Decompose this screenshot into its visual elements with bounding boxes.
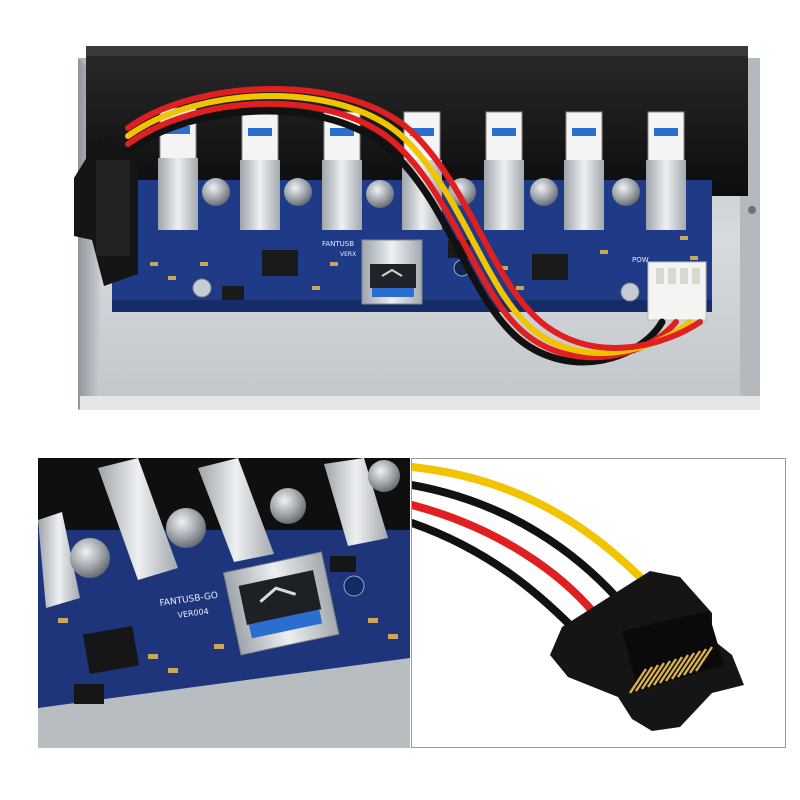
pcb-label-power: POW xyxy=(632,256,649,264)
front-panel-usb-hub-photo: FANTUSB VERX POW xyxy=(74,46,760,410)
chip-icon xyxy=(82,625,140,675)
capacitor-icon xyxy=(530,178,558,206)
pcb-closeup-photo: FANTUSB-GO VER004 xyxy=(38,458,410,748)
pcb-label-version: VERX xyxy=(340,251,356,258)
pcb-screw xyxy=(192,278,212,298)
power-cable xyxy=(124,86,703,366)
capacitor-icon xyxy=(166,508,206,548)
closeup-bracket xyxy=(38,658,410,748)
capacitor-icon xyxy=(368,460,400,492)
gold-contacts xyxy=(629,646,713,694)
capacitor-icon xyxy=(284,178,312,206)
capacitor-icon xyxy=(270,488,306,524)
usb-port-icon xyxy=(198,458,274,562)
capacitor-icon xyxy=(70,538,110,578)
capacitors xyxy=(202,178,640,208)
hub-illustration: FANTUSB VERX POW xyxy=(74,46,760,410)
cable-illustration xyxy=(412,463,744,731)
pcb-screw xyxy=(620,282,640,302)
capacitor-icon xyxy=(366,180,394,208)
capacitor-icon xyxy=(612,178,640,206)
pcb-edge xyxy=(112,300,712,312)
capacitor-icon xyxy=(202,178,230,206)
pcb-mount-hole xyxy=(343,575,365,597)
chip-icon xyxy=(532,254,568,280)
closeup-usb-ports xyxy=(38,458,388,608)
closeup-illustration: FANTUSB-GO VER004 xyxy=(38,458,410,748)
bracket-screw-hole xyxy=(748,206,756,214)
usb-port-icon xyxy=(38,512,80,608)
usb-port-icon xyxy=(240,111,280,230)
chip-icon xyxy=(74,684,104,704)
sata-connector-icon xyxy=(550,571,744,731)
usb-port-icon xyxy=(564,111,604,230)
molex-connector-icon xyxy=(647,261,707,321)
closeup-smd-components xyxy=(58,618,398,673)
bracket-bottom-edge xyxy=(80,396,760,410)
closeup-pcb-label-version: VER004 xyxy=(177,607,209,620)
sata-power-cable-photo xyxy=(411,458,786,748)
front-usb3-port xyxy=(361,239,423,305)
usb-port-icon xyxy=(98,458,178,580)
cable-wires xyxy=(412,463,648,631)
usb-port-icon xyxy=(484,111,524,230)
closeup-usb3-port xyxy=(222,551,340,656)
sata-connector-icon xyxy=(74,136,138,286)
usb-port-icon xyxy=(646,111,686,230)
chip-icon xyxy=(262,250,298,276)
pcb-label-controller: FANTUSB xyxy=(322,240,354,248)
bezel-top-edge xyxy=(86,46,748,56)
chip-icon xyxy=(222,286,244,300)
chip-icon xyxy=(330,556,356,572)
smd-components xyxy=(150,236,698,290)
usb-port-icon xyxy=(324,458,388,546)
